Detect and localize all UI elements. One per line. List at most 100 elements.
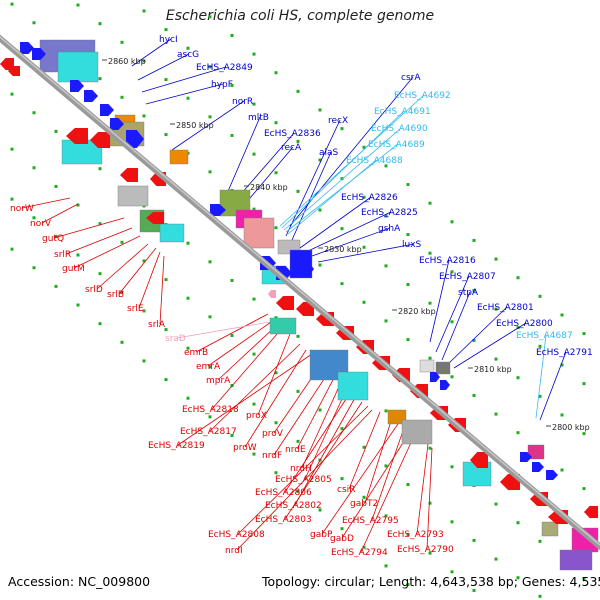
reverse-gene-label[interactable]: EcHS_A2818 [182, 405, 239, 415]
ruler-dot [384, 564, 388, 568]
reverse-gene-label[interactable]: nrdE [285, 445, 306, 455]
ruler-dot [10, 2, 14, 6]
reverse-gene-label[interactable]: proX [246, 411, 267, 421]
reverse-gene-label[interactable]: gabP [310, 530, 333, 540]
reverse-gene-label[interactable]: csiR [337, 485, 355, 495]
reverse-gene-label[interactable]: emrB [184, 348, 208, 358]
genome-backbone [0, 34, 600, 551]
forward-gene-label[interactable]: hycI [159, 35, 178, 45]
reverse-gene-label[interactable]: srlE [127, 304, 144, 314]
reverse-leader-line [73, 235, 141, 269]
gene-block [243, 217, 275, 249]
reverse-rna-gene-label[interactable]: sraD [165, 334, 186, 344]
forward-leader-line [171, 100, 245, 151]
ruler-dot [54, 234, 58, 238]
reverse-gene-label[interactable]: EcHS_A2817 [180, 427, 237, 437]
forward-rna-gene-label[interactable]: EcHS_A4687 [516, 331, 573, 341]
reverse-gene-label[interactable]: norW [10, 204, 34, 214]
reverse-gene-label[interactable]: EcHS_A2808 [208, 530, 265, 540]
forward-gene-label[interactable]: stpA [458, 288, 479, 298]
reverse-gene-label[interactable]: emrA [196, 362, 221, 372]
forward-gene-label[interactable]: luxS [402, 240, 422, 250]
forward-gene-label[interactable]: csrA [401, 73, 421, 83]
reverse-gene-label[interactable]: srlR [54, 250, 71, 260]
ruler-dot [32, 21, 36, 25]
gene-arrow [110, 118, 124, 130]
reverse-gene-label[interactable]: nrdI [225, 546, 243, 556]
forward-gene-label[interactable]: hypF [211, 80, 233, 90]
reverse-gene-label[interactable]: nrdF [262, 451, 282, 461]
reverse-gene-label[interactable]: gutQ [42, 234, 64, 244]
ruler-dot [32, 111, 36, 115]
reverse-gene-label[interactable]: EcHS_A2790 [397, 545, 454, 555]
ruler-dot [252, 102, 256, 106]
forward-gene-label[interactable]: EcHS_A2826 [341, 193, 398, 203]
ruler-dot [208, 415, 212, 419]
forward-gene-label[interactable]: norR [232, 97, 253, 107]
forward-gene-label[interactable]: EcHS_A2801 [477, 303, 534, 313]
reverse-gene-label[interactable]: gabD [330, 534, 354, 544]
ruler-dot [450, 220, 454, 224]
reverse-gene-label[interactable]: EcHS_A2802 [265, 501, 322, 511]
forward-gene-label[interactable]: EcHS_A2825 [361, 208, 418, 218]
forward-rna-gene-label[interactable]: EcHS_A4688 [346, 156, 403, 166]
forward-gene-label[interactable]: EcHS_A2807 [439, 272, 496, 282]
ruler-dot [450, 520, 454, 524]
forward-gene-label[interactable]: EcHS_A2800 [496, 319, 553, 329]
forward-leader-line [291, 151, 332, 241]
forward-leader-line [225, 116, 261, 197]
ruler-dot [494, 257, 498, 261]
ruler-dot [208, 365, 212, 369]
ruler-dot [98, 22, 102, 26]
reverse-gene-label[interactable]: EcHS_A2805 [275, 475, 332, 485]
reverse-gene-label[interactable]: EcHS_A2806 [255, 488, 312, 498]
reverse-gene-label[interactable]: srlD [85, 285, 103, 295]
forward-gene-label[interactable]: ascG [177, 50, 199, 60]
forward-gene-label[interactable]: EcHS_A2791 [536, 348, 593, 358]
forward-rna-gene-label[interactable]: EcHS_A4689 [368, 140, 425, 150]
forward-gene-label[interactable]: EcHS_A2836 [264, 129, 321, 139]
reverse-gene-label[interactable]: EcHS_A2795 [342, 516, 399, 526]
ruler-dot [54, 184, 58, 188]
reverse-gene-label[interactable]: EcHS_A2803 [255, 515, 312, 525]
forward-gene-label[interactable]: EcHS_A2816 [419, 256, 476, 266]
ruler-dot [428, 551, 432, 555]
ruler-dot [362, 300, 366, 304]
forward-rna-gene-label[interactable]: EcHS_A4690 [371, 124, 428, 134]
ruler-dot [318, 263, 322, 267]
reverse-gene-label[interactable]: mprA [206, 376, 231, 386]
ruler-dot [560, 413, 564, 417]
reverse-gene-label[interactable]: EcHS_A2793 [387, 530, 444, 540]
reverse-leader-line [65, 227, 133, 255]
forward-rna-gene-label[interactable]: EcHS_A4691 [374, 107, 431, 117]
ruler-dot [120, 95, 124, 99]
ruler-dot [142, 309, 146, 313]
forward-gene-label[interactable]: recX [328, 116, 348, 126]
reverse-gene-label[interactable]: srlA [148, 320, 166, 330]
forward-gene-label[interactable]: gshA [378, 224, 401, 234]
forward-rna-leader-line [281, 110, 405, 229]
reverse-gene-label[interactable]: EcHS_A2794 [331, 548, 388, 558]
reverse-gene-label[interactable]: nrdH [290, 464, 312, 474]
ruler-dot [340, 282, 344, 286]
ruler-dot [362, 145, 366, 149]
reverse-gene-label[interactable]: proW [233, 443, 257, 453]
reverse-gene-label[interactable]: norV [30, 219, 52, 229]
forward-gene-label[interactable]: recA [281, 143, 302, 153]
forward-gene-label[interactable]: alaS [319, 148, 339, 158]
ruler-dot [516, 276, 520, 280]
forward-gene-label[interactable]: mltB [248, 113, 269, 123]
reverse-gene-label[interactable]: gabT2 [350, 499, 378, 509]
reverse-gene-label[interactable]: gutM [62, 264, 85, 274]
reverse-gene-label[interactable]: proV [262, 429, 284, 439]
forward-gene-label[interactable]: EcHS_A2849 [196, 63, 253, 73]
forward-rna-gene-label[interactable]: EcHS_A4692 [394, 91, 451, 101]
reverse-gene-label[interactable]: srlB [107, 290, 124, 300]
ruler-dot [340, 427, 344, 431]
ruler-dot [208, 315, 212, 319]
reverse-gene-label[interactable]: EcHS_A2819 [148, 441, 205, 451]
ruler-dot [384, 164, 388, 168]
ruler-dot [32, 216, 36, 220]
ruler-dot [208, 115, 212, 119]
ruler-dot [274, 121, 278, 125]
